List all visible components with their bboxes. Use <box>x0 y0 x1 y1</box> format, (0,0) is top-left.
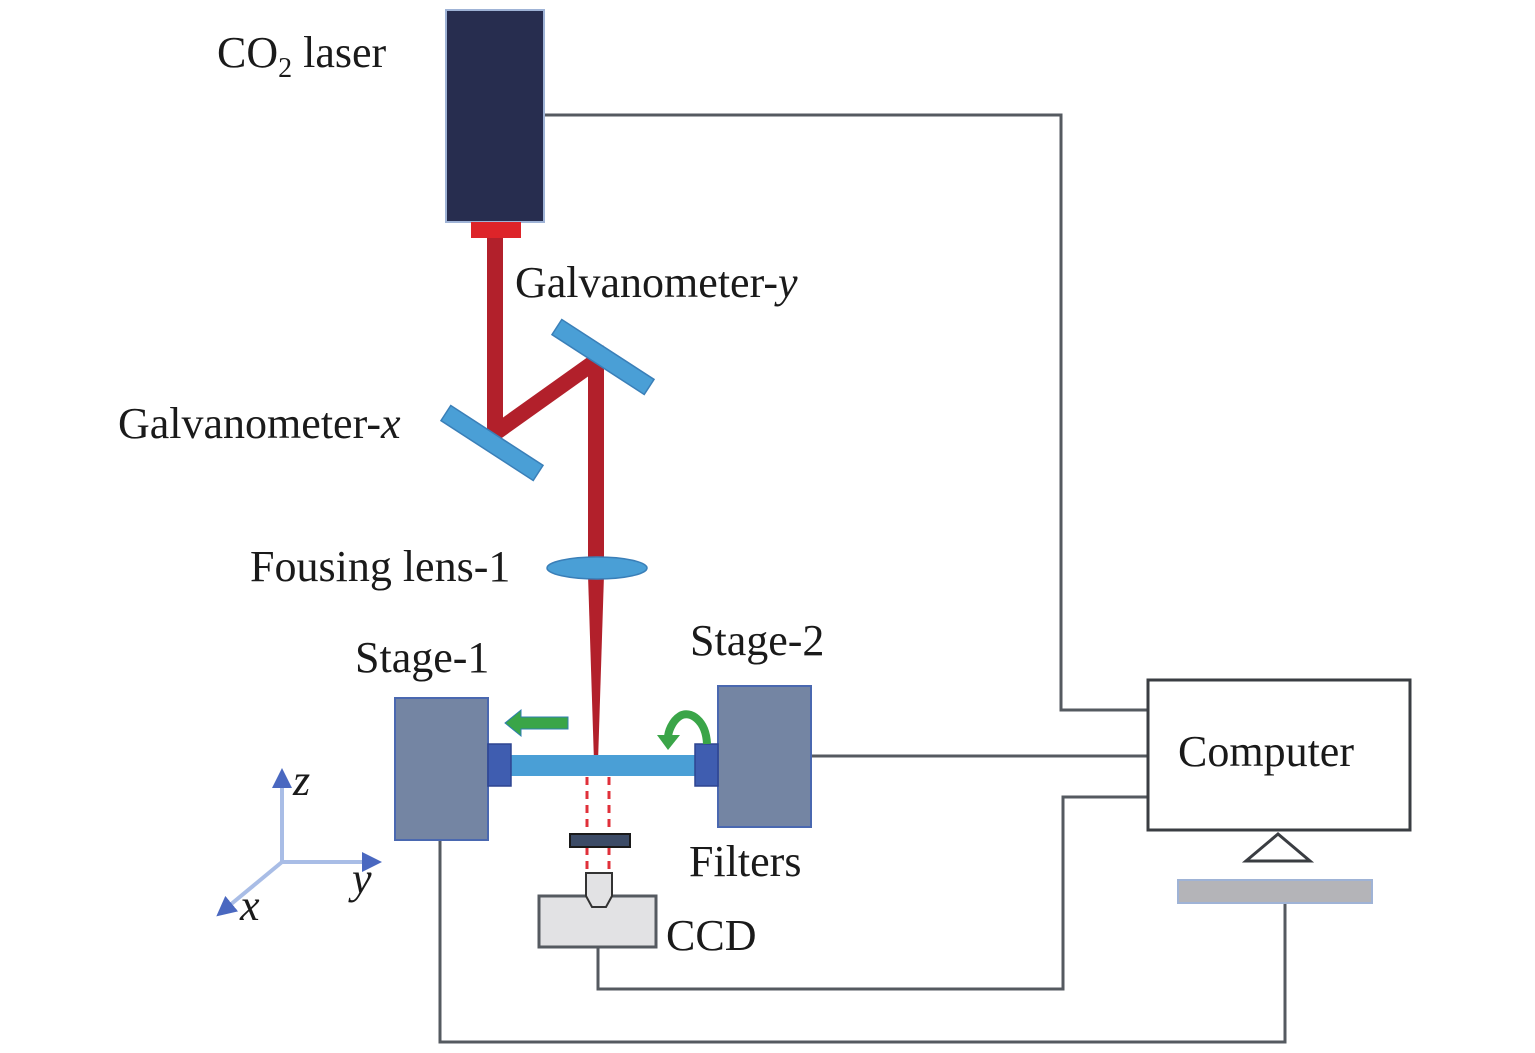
label-co2-laser: CO2 laser <box>217 28 387 84</box>
laser-aperture <box>471 222 521 238</box>
label-filters: Filters <box>689 837 801 886</box>
focusing-lens <box>546 556 648 580</box>
stage-1-clamp <box>487 743 512 787</box>
laser-beam <box>487 238 604 762</box>
stage-2-clamp <box>694 743 719 787</box>
label-stage-2: Stage-2 <box>690 616 824 665</box>
galvanometer-y-mirror <box>550 318 656 396</box>
laser-body <box>445 9 545 223</box>
filter <box>569 833 631 848</box>
galvanometer-x-mirror <box>439 404 545 482</box>
monitor-stand <box>1241 832 1315 863</box>
beam-segment-galvos <box>487 238 604 560</box>
rotation-arrow-icon <box>657 710 711 750</box>
co2-laser <box>445 9 545 238</box>
label-computer: Computer <box>1178 727 1354 776</box>
axis-x-line <box>216 860 284 917</box>
wire-ccd-computer <box>596 795 1148 991</box>
label-ccd: CCD <box>666 911 756 960</box>
ccd-lens <box>585 872 613 908</box>
stage-1 <box>394 697 489 841</box>
beam-focused-cone <box>588 575 604 762</box>
fiber-sample <box>510 755 695 776</box>
label-stage-1: Stage-1 <box>355 633 489 682</box>
label-focusing-lens: Fousing lens-1 <box>250 542 510 591</box>
wiring <box>438 113 1287 1044</box>
label-axis-z: z <box>292 756 310 805</box>
label-galvanometer-x: Galvanometer-x <box>118 399 401 448</box>
translation-arrow-icon <box>504 708 569 738</box>
stage-2 <box>717 685 812 828</box>
label-axis-y: y <box>348 854 372 903</box>
computer <box>1146 678 1412 904</box>
ccd-camera <box>537 872 658 949</box>
computer-monitor <box>1146 678 1412 832</box>
wire-laser-computer <box>544 113 1148 712</box>
ccd-body <box>537 894 658 949</box>
wire-stage1-computer <box>438 840 1287 1044</box>
label-galvanometer-y: Galvanometer-y <box>515 258 798 307</box>
coordinate-axes <box>216 768 382 917</box>
keyboard <box>1177 879 1373 904</box>
label-axis-x: x <box>239 881 260 930</box>
